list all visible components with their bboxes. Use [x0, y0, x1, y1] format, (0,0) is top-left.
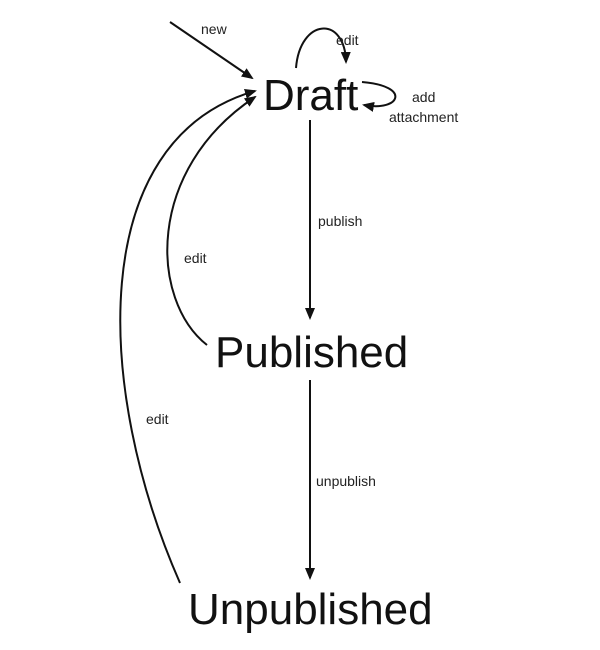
state-unpublished: Unpublished [188, 585, 433, 634]
edge-edit-from-published [166, 95, 257, 346]
edge-add-attachment-loop [361, 81, 397, 112]
edge-edit-self-loop [295, 27, 351, 69]
label-edit-self: edit [336, 32, 359, 48]
label-edit-from-published: edit [184, 250, 207, 266]
label-edit-from-unpublished: edit [146, 411, 169, 427]
label-add-attachment-line2: attachment [389, 109, 458, 125]
label-publish: publish [318, 213, 362, 229]
edge-edit-from-unpublished [119, 88, 257, 584]
label-add-attachment-line1: add [412, 89, 435, 105]
edge-new [169, 21, 254, 80]
label-unpublish: unpublish [316, 473, 376, 489]
state-published: Published [215, 328, 408, 377]
state-draft: Draft [263, 71, 358, 120]
label-new: new [201, 21, 228, 37]
